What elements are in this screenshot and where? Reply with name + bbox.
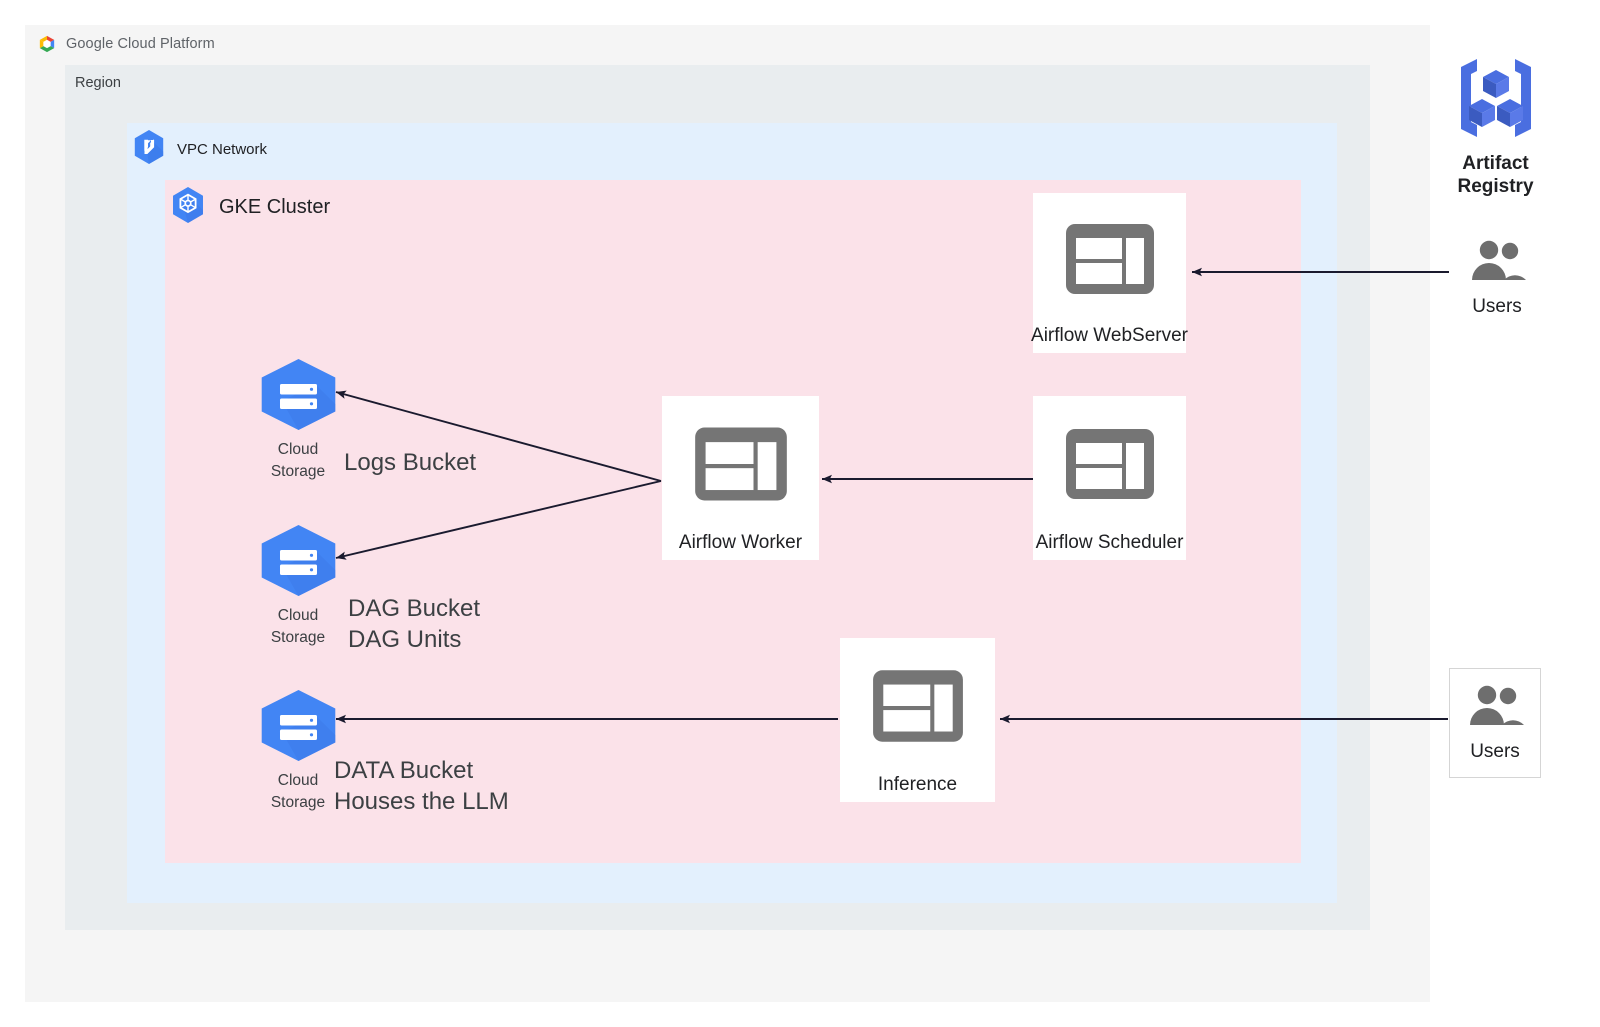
users-bottom-card[interactable]: Users (1449, 668, 1541, 778)
dashboard-layout-icon (1033, 193, 1186, 325)
storage-node-data-bucket[interactable]: Cloud Storage (254, 688, 342, 814)
google-cloud-hexagon-logo-icon (37, 34, 57, 54)
annotation-dag-bucket: DAG Bucket DAG Units (348, 595, 481, 653)
users-group-icon (1465, 239, 1529, 290)
storage-node-dag-bucket[interactable]: Cloud Storage (254, 523, 342, 649)
dashboard-layout-icon (840, 638, 995, 774)
vpc-network-header: VPC Network (133, 129, 267, 170)
users-label: Users (1470, 740, 1520, 762)
region-label: Region (75, 75, 121, 91)
users-top-card[interactable]: Users (1450, 222, 1544, 334)
storage-product-label: Cloud Storage (270, 441, 326, 480)
cloud-storage-hexagon-icon (256, 688, 341, 768)
cloud-storage-hexagon-icon (256, 357, 341, 437)
users-group-icon (1463, 684, 1527, 735)
storage-node-logs-bucket[interactable]: Cloud Storage (254, 357, 342, 483)
cloud-storage-hexagon-icon (256, 523, 341, 603)
brand-cloud-platform-text: Cloud Platform (113, 36, 215, 52)
users-label: Users (1472, 295, 1522, 317)
gke-cluster-hexagon-icon (171, 186, 205, 229)
node-airflow-scheduler[interactable]: Airflow Scheduler (1033, 396, 1186, 560)
vpc-network-label: VPC Network (177, 141, 268, 158)
storage-product-label: Cloud Storage (270, 607, 326, 646)
annotation-data-bucket: DATA Bucket Houses the LLM (334, 757, 509, 815)
node-inference[interactable]: Inference (840, 638, 995, 802)
brand-google-text: Google (66, 36, 114, 52)
node-label: Airflow Scheduler (1035, 532, 1184, 553)
dashboard-layout-icon (1033, 396, 1186, 532)
platform-brand-label: Google Cloud Platform (66, 36, 215, 52)
dashboard-layout-icon (662, 396, 819, 532)
artifact-registry-block[interactable]: Artifact Registry (1443, 55, 1548, 199)
gke-cluster-label: GKE Cluster (219, 196, 331, 218)
node-airflow-worker[interactable]: Airflow Worker (662, 396, 819, 560)
annotation-logs-bucket: Logs Bucket (344, 449, 477, 476)
artifact-registry-icon (1451, 55, 1541, 146)
storage-product-label: Cloud Storage (270, 772, 326, 811)
vpc-network-hexagon-icon (133, 129, 165, 170)
artifact-registry-label: Artifact Registry (1457, 153, 1534, 197)
node-label: Airflow Worker (678, 532, 803, 553)
google-cloud-platform-branding: Google Cloud Platform (37, 34, 215, 54)
gke-cluster-header: GKE Cluster (171, 186, 330, 229)
node-airflow-webserver[interactable]: Airflow WebServer (1031, 193, 1188, 353)
node-label: Inference (877, 774, 958, 795)
node-label: Airflow WebServer (1031, 325, 1188, 346)
